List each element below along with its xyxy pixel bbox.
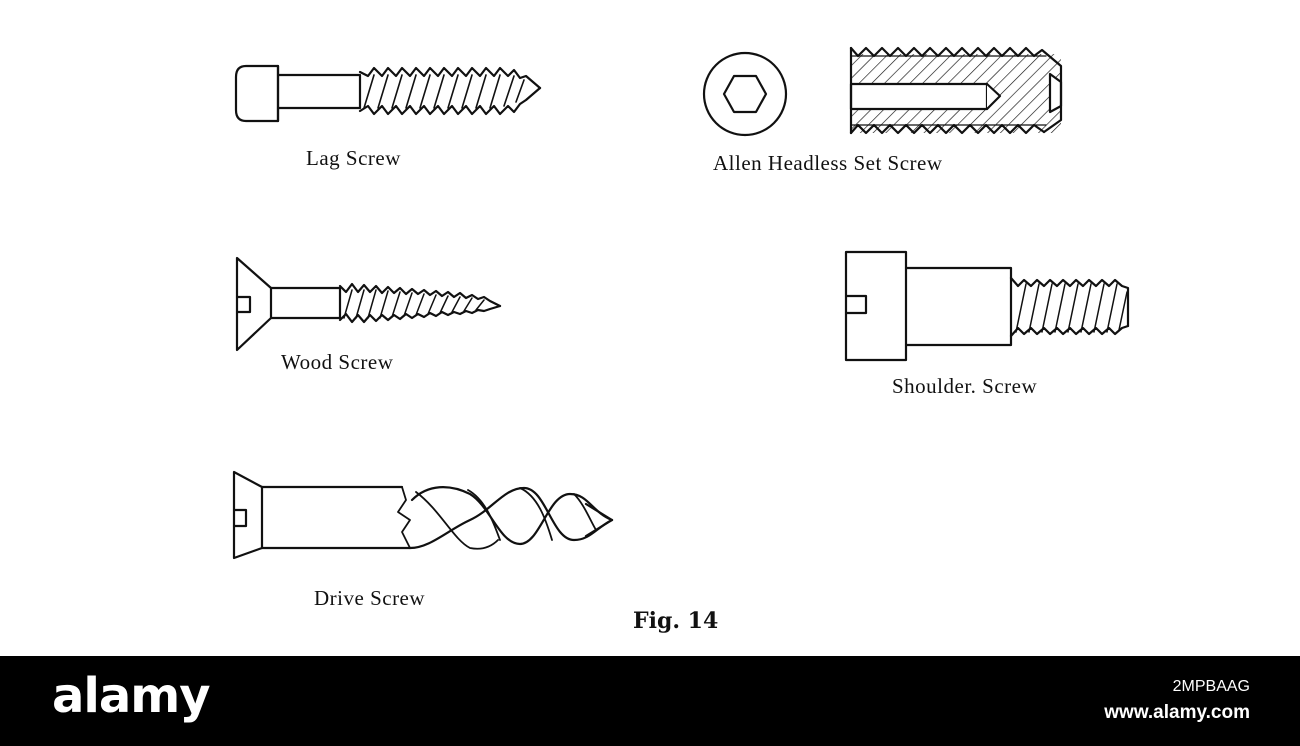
figure-number: Fig. 14 xyxy=(633,608,719,634)
allen-screw-end-view xyxy=(702,51,788,137)
wood-screw-drawing xyxy=(235,256,502,352)
shoulder-screw-caption: Shoulder. Screw xyxy=(892,374,1038,398)
drive-screw-drawing xyxy=(232,470,614,560)
lag-screw-drawing xyxy=(234,64,542,123)
figure-area: Lag Screw Allen Headless Set Screw Wood … xyxy=(232,46,1130,634)
lag-screw-caption: Lag Screw xyxy=(306,146,401,170)
allen-screw-section-view xyxy=(849,46,1063,135)
screw-illustrations xyxy=(232,46,1130,560)
allen-set-screw-caption: Allen Headless Set Screw xyxy=(713,151,943,175)
shoulder-screw-drawing xyxy=(844,250,1130,362)
drive-screw-caption: Drive Screw xyxy=(314,586,426,610)
site-url: www.alamy.com xyxy=(1104,702,1250,723)
image-id: 2MPBAAG xyxy=(1172,678,1250,695)
alamy-logo: alamy xyxy=(52,668,211,724)
watermark-bar: alamy 2MPBAAG www.alamy.com xyxy=(0,656,1300,746)
wood-screw-caption: Wood Screw xyxy=(281,350,394,374)
